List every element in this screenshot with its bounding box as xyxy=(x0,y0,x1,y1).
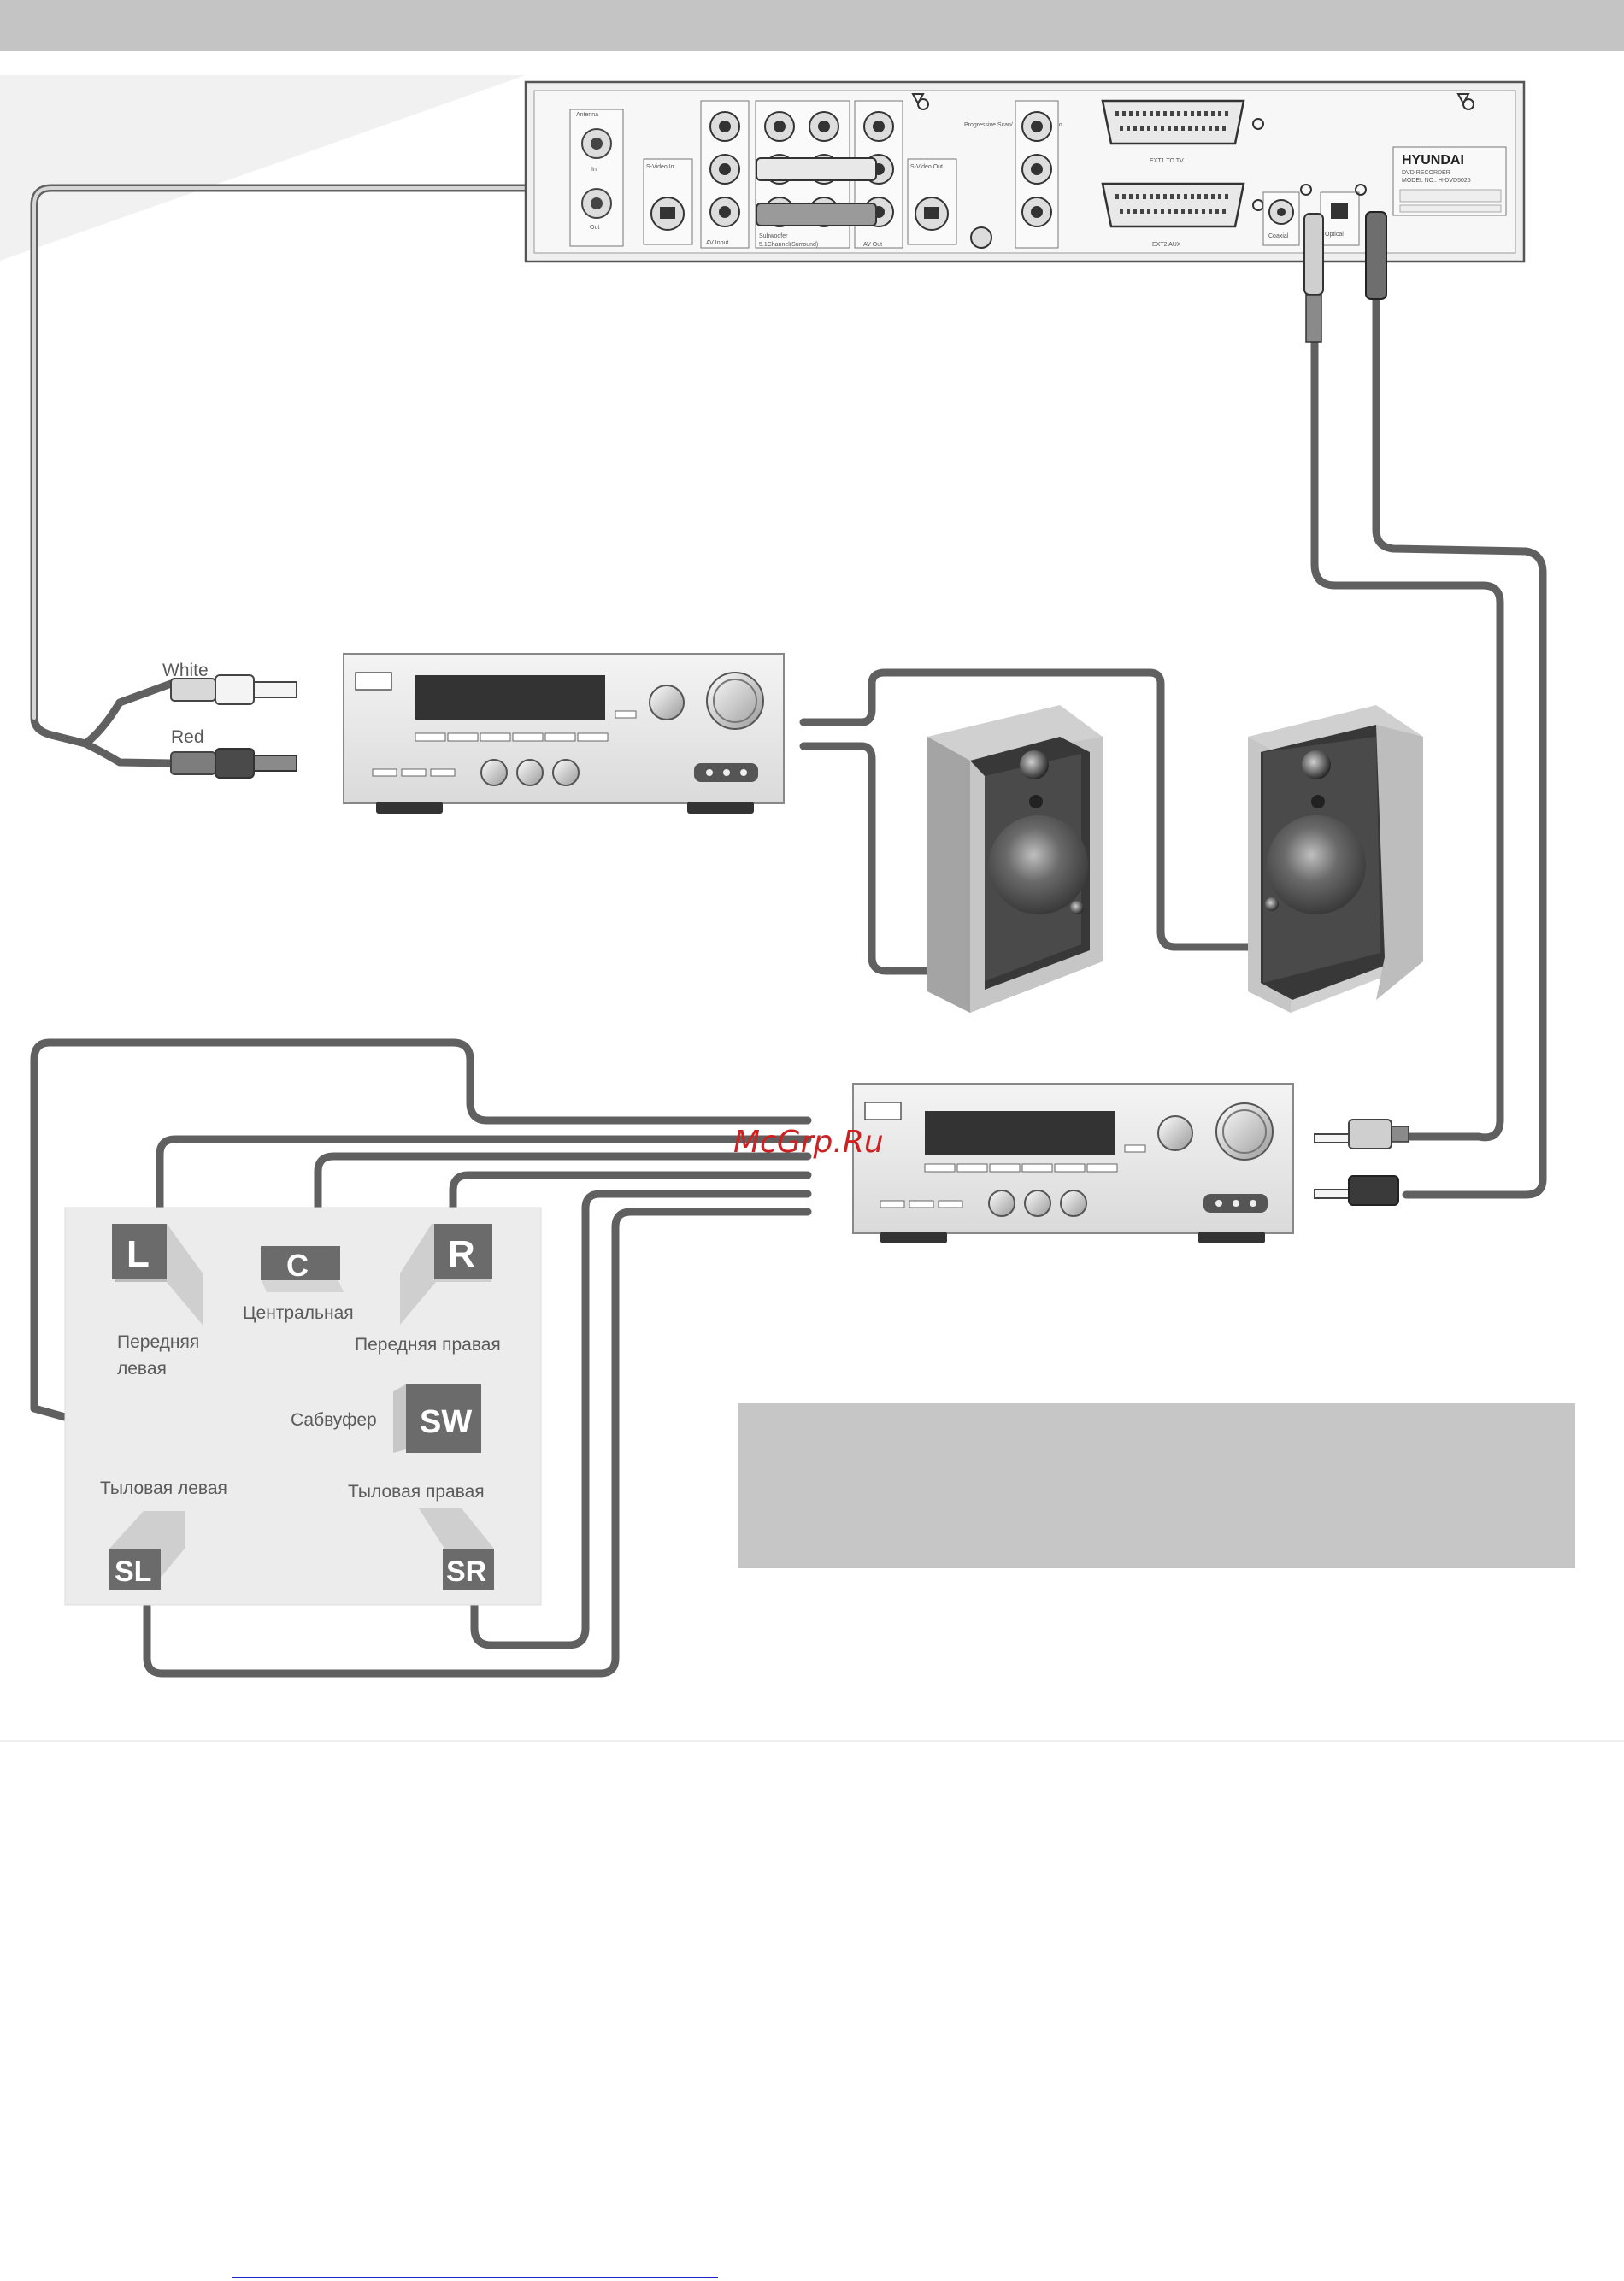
front-right-label: Передняя правая xyxy=(355,1335,501,1355)
surround-receiver xyxy=(852,1083,1409,1243)
antenna-label: Antenna xyxy=(576,112,598,118)
watermark: McGrp.Ru xyxy=(733,1125,884,1160)
note-box xyxy=(738,1403,1575,1568)
white-plug-label: White xyxy=(162,661,209,680)
svideo-in-label: S-Video In xyxy=(646,164,674,170)
front-right-badge: R xyxy=(448,1233,475,1275)
av-input-label: AV Input xyxy=(706,240,728,246)
scart2-label: EXT2 AUX xyxy=(1152,242,1181,248)
speaker-surround-left: SL xyxy=(109,1511,185,1590)
speaker-subwoofer: SW xyxy=(393,1384,481,1453)
subwoofer-label: Сабвуфер xyxy=(291,1410,377,1430)
speaker-front-right: R xyxy=(400,1224,492,1325)
background-wedge xyxy=(0,75,526,261)
subwoofer-port-label: Subwoofer xyxy=(759,233,788,239)
front-left-label-1: Передняя xyxy=(117,1332,199,1352)
dvd-recorder: Antenna In Out S-Video In AV Input Subwo… xyxy=(524,80,1526,343)
surround-right-badge: SR xyxy=(446,1555,486,1588)
surround-left-badge: SL xyxy=(115,1555,151,1588)
stereo-amplifier xyxy=(343,653,785,814)
channel-label: 5.1Channel(Surround) xyxy=(759,242,818,248)
antenna-out-label: Out xyxy=(590,225,599,231)
brand-logo: HYUNDAI xyxy=(1402,153,1464,168)
svideo-out-label: S-Video Out xyxy=(910,164,943,170)
model-line-2: MODEL NO.: H-DVD5025 xyxy=(1402,178,1471,184)
cables xyxy=(30,158,1547,1678)
rca-plugs-stereo: White Red xyxy=(162,661,297,779)
center-badge: C xyxy=(286,1248,309,1283)
header-band xyxy=(0,0,1624,51)
progressive-label: Progressive Scan/ Component Video xyxy=(964,122,1062,128)
scart1-label: EXT1 TO TV xyxy=(1150,158,1184,164)
red-plug-label: Red xyxy=(171,727,204,747)
speaker-surround-right: SR xyxy=(419,1508,494,1590)
subwoofer-badge: SW xyxy=(420,1404,472,1440)
front-left-label-2: левая xyxy=(117,1359,167,1379)
model-line-1: DVD RECORDER xyxy=(1402,170,1450,176)
front-left-badge: L xyxy=(127,1233,150,1275)
speaker-center: C xyxy=(261,1246,344,1292)
right-bookshelf-speaker xyxy=(1248,705,1423,1013)
coaxial-label: Coaxial xyxy=(1268,233,1289,239)
speaker-front-left: L xyxy=(112,1224,203,1325)
surround-right-label: Тыловая правая xyxy=(348,1482,485,1502)
antenna-in-label: In xyxy=(591,167,597,173)
optical-label: Optical xyxy=(1325,232,1344,238)
left-bookshelf-speaker xyxy=(927,705,1103,1013)
surround-left-label: Тыловая левая xyxy=(100,1479,227,1498)
footer-link-underline[interactable] xyxy=(232,2277,718,2278)
center-label: Центральная xyxy=(243,1303,354,1323)
av-out-label: AV Out xyxy=(863,242,882,248)
